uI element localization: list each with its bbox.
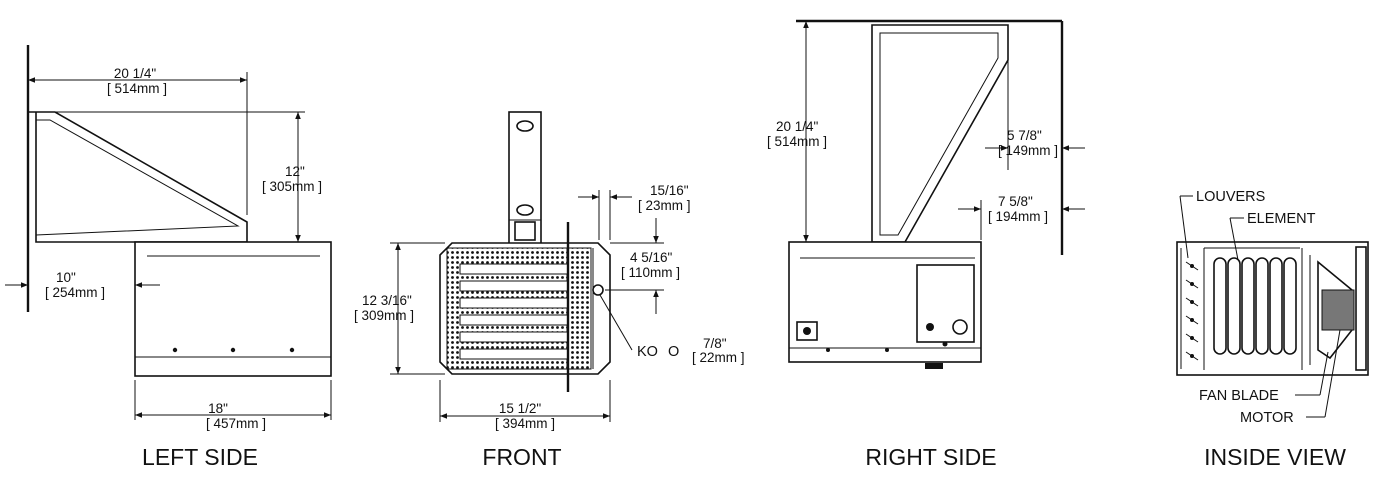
- caption-inside-view: INSIDE VIEW: [1204, 444, 1346, 470]
- front-dim-height-metric: [ 309mm ]: [354, 308, 414, 323]
- callout-louvers: LOUVERS: [1196, 189, 1265, 205]
- callout-element: ELEMENT: [1247, 211, 1316, 227]
- front-ko-metric: [ 22mm ]: [692, 350, 745, 365]
- front-post-hole: [516, 120, 534, 132]
- right-dim-offset-metric: [ 194mm ]: [988, 209, 1048, 224]
- right-bottom-tab: [925, 363, 943, 369]
- left-dim-depth-imperial: 10": [56, 270, 76, 285]
- front-dim-width-imperial: 15 1/2": [499, 401, 542, 416]
- front-dim-width-metric: [ 394mm ]: [495, 416, 555, 431]
- motor-leader: [1324, 329, 1341, 418]
- front-grille-side: [566, 247, 592, 370]
- right-side-view: 20 1/4" [ 514mm ] 5 7/8" [ 149mm ] 7 5/8…: [767, 19, 1085, 470]
- front-knockout-hole: [592, 284, 604, 296]
- front-view: 12 3/16" [ 309mm ] 15 1/2" [ 394mm ] 15/…: [354, 111, 745, 470]
- louvers-leader: [1179, 195, 1189, 259]
- right-screw: [885, 348, 889, 352]
- left-bracket-outer: [28, 111, 248, 243]
- right-screw: [942, 341, 948, 347]
- front-post-clamp: [514, 221, 536, 241]
- element-leader: [1229, 217, 1239, 261]
- right-junction-knockout: [803, 327, 811, 335]
- left-heater-body: [134, 241, 332, 377]
- right-dim-bracket-metric: [ 149mm ]: [998, 143, 1058, 158]
- right-dim-offset-imperial: 7 5/8": [998, 194, 1033, 209]
- right-screw: [826, 348, 830, 352]
- right-bracket-inner: [879, 32, 999, 236]
- left-screw: [172, 347, 178, 353]
- front-ko-symbol: O: [668, 344, 679, 360]
- inside-element: [1213, 257, 1297, 355]
- right-dim-bracket-imperial: 5 7/8": [1007, 128, 1042, 143]
- inside-motor: [1321, 289, 1355, 331]
- left-dim-width-metric: [ 514mm ]: [107, 81, 167, 96]
- front-dim-height-imperial: 12 3/16": [362, 293, 412, 308]
- fan-blade-leader: [1319, 351, 1329, 396]
- caption-left-side: LEFT SIDE: [142, 444, 258, 470]
- front-dim-offset-metric: [ 23mm ]: [638, 198, 691, 213]
- caption-front: FRONT: [482, 444, 561, 470]
- inside-louvers: [1185, 261, 1199, 361]
- front-dim-offset-imperial: 15/16": [650, 183, 689, 198]
- callout-fan-blade: FAN BLADE: [1199, 388, 1279, 404]
- right-dim-height-imperial: 20 1/4": [776, 119, 819, 134]
- front-ko-label: KO: [637, 344, 658, 360]
- right-thermostat-dial: [952, 319, 968, 335]
- front-dim-ko-metric: [ 110mm ]: [621, 265, 680, 280]
- inside-rear-panel: [1355, 246, 1367, 371]
- left-bracket-inner: [35, 119, 240, 236]
- caption-right-side: RIGHT SIDE: [865, 444, 996, 470]
- right-control-knob: [926, 323, 934, 331]
- left-dim-width-imperial: 20 1/4": [114, 66, 157, 81]
- inside-view: LOUVERS ELEMENT FAN BLADE MOTOR INSIDE V…: [1176, 189, 1369, 470]
- right-dim-height-metric: [ 514mm ]: [767, 134, 827, 149]
- left-dim-depth-metric: [ 254mm ]: [45, 285, 105, 300]
- left-dim-height-imperial: 12": [285, 164, 305, 179]
- left-screw: [230, 347, 236, 353]
- left-screw: [289, 347, 295, 353]
- left-side-view: 20 1/4" [ 514mm ] 12" [ 305mm ] 10" [ 25…: [5, 45, 332, 470]
- right-bracket-outer: [871, 24, 1009, 243]
- front-dim-ko-imperial: 4 5/16": [630, 250, 673, 265]
- callout-motor: MOTOR: [1240, 410, 1294, 426]
- left-dim-length-metric: [ 457mm ]: [206, 416, 266, 431]
- front-ko-imperial: 7/8": [703, 336, 727, 351]
- front-post-hole: [516, 204, 534, 216]
- left-dim-length-imperial: 18": [208, 401, 228, 416]
- left-dim-height-metric: [ 305mm ]: [262, 179, 322, 194]
- front-ko-leader: [599, 294, 633, 351]
